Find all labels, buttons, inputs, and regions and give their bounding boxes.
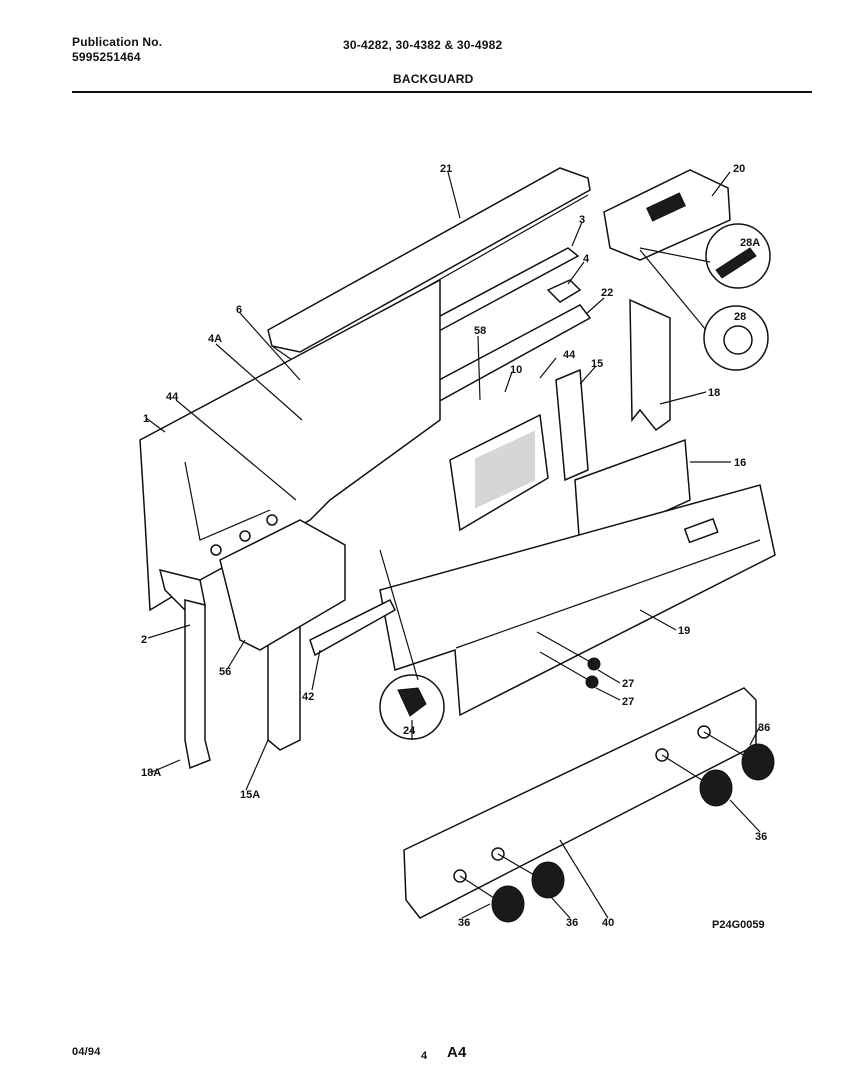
callout-28: 28 bbox=[734, 311, 746, 323]
part-36-knob-d bbox=[491, 885, 525, 923]
callout-27-upper: 27 bbox=[622, 678, 634, 690]
part-42-rail bbox=[309, 598, 396, 657]
part-36-knob-b bbox=[699, 769, 733, 807]
callout-18a: 18A bbox=[141, 767, 161, 779]
callout-1: 1 bbox=[143, 413, 149, 425]
part-36-knob-c bbox=[531, 861, 565, 899]
part-28-knob bbox=[703, 305, 769, 371]
callout-28a: 28A bbox=[740, 237, 760, 249]
callout-40: 40 bbox=[602, 917, 614, 929]
callout-10: 10 bbox=[510, 364, 522, 376]
part-28a-screw bbox=[705, 223, 771, 289]
footer-date: 04/94 bbox=[72, 1046, 101, 1058]
diagram-code: P24G0059 bbox=[712, 919, 765, 931]
part-19-control-panel bbox=[379, 484, 776, 717]
callout-56: 56 bbox=[219, 666, 231, 678]
part-40-lower-trim bbox=[403, 687, 757, 919]
publication-label: Publication No. bbox=[72, 35, 163, 49]
callout-18: 18 bbox=[708, 387, 720, 399]
callout-36-d: 36 bbox=[458, 917, 470, 929]
footer-page-code: A4 bbox=[447, 1044, 467, 1061]
callout-15a: 15A bbox=[240, 789, 260, 801]
part-15-bracket bbox=[555, 368, 589, 482]
callout-44-left: 44 bbox=[166, 391, 179, 403]
callout-22: 22 bbox=[601, 287, 613, 299]
callout-15: 15 bbox=[591, 358, 603, 370]
part-16-frame bbox=[574, 438, 691, 552]
callout-36-c: 36 bbox=[566, 917, 578, 929]
model-numbers: 30-4282, 30-4382 & 30-4982 bbox=[343, 38, 503, 52]
callout-21: 21 bbox=[440, 163, 452, 175]
callout-4: 4 bbox=[583, 253, 590, 265]
section-title: BACKGUARD bbox=[393, 72, 474, 86]
callout-16: 16 bbox=[734, 457, 746, 469]
part-20-clock-timer bbox=[603, 169, 731, 261]
part-36-knob-a bbox=[741, 743, 775, 781]
callout-58: 58 bbox=[474, 325, 486, 337]
part-1-backguard-panel bbox=[139, 278, 441, 612]
part-56-panel bbox=[219, 519, 346, 651]
publication-number: 5995251464 bbox=[72, 50, 141, 64]
callout-6: 6 bbox=[236, 304, 242, 316]
callout-27-lower: 27 bbox=[622, 696, 634, 708]
callout-2: 2 bbox=[141, 634, 147, 646]
part-18-side-bracket bbox=[629, 298, 671, 432]
callout-24: 24 bbox=[403, 725, 416, 737]
header-rule bbox=[72, 91, 812, 93]
part-18a-side-panel bbox=[184, 599, 211, 770]
callout-4a: 4A bbox=[208, 333, 222, 345]
callout-44-upper: 44 bbox=[563, 349, 576, 361]
callout-36-b: 36 bbox=[755, 831, 767, 843]
callout-3: 3 bbox=[579, 214, 585, 226]
callout-20: 20 bbox=[733, 163, 745, 175]
part-4-bracket bbox=[546, 279, 582, 303]
footer-page-number: 4 bbox=[421, 1050, 428, 1062]
part-58-control-board bbox=[449, 413, 549, 532]
callout-19: 19 bbox=[678, 625, 690, 637]
leader-lines bbox=[145, 171, 761, 919]
callout-42: 42 bbox=[302, 691, 314, 703]
callout-36-a: 36 bbox=[758, 722, 770, 734]
